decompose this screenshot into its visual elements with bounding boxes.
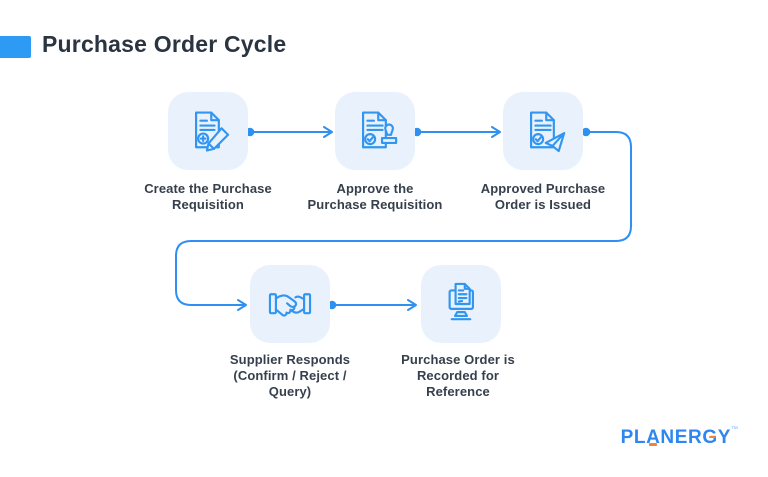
- step-label-line: Purchase Requisition: [307, 197, 443, 212]
- connector-step3-step4: [175, 127, 632, 311]
- logo-letter: L: [634, 427, 646, 449]
- step-box-po-recorded: [421, 265, 501, 343]
- step-label-line: Supplier Responds: [229, 352, 351, 367]
- connector-step1-step2: [245, 126, 333, 138]
- step-label-line: Recorded for: [416, 368, 500, 383]
- step-box-approve-requisition: [335, 92, 415, 170]
- connector-arrowhead: [491, 126, 501, 138]
- step-box-create-requisition: [168, 92, 248, 170]
- logo-letter-text: P: [620, 427, 634, 448]
- document-send-icon: [530, 111, 566, 153]
- connector-arrowhead: [237, 299, 247, 311]
- document-stamp-icon: [362, 111, 398, 149]
- step-label-line: Approve the: [336, 181, 414, 196]
- logo-trademark: ™: [731, 426, 738, 433]
- logo-letter: E: [675, 427, 688, 449]
- connector-arrowhead: [407, 299, 417, 311]
- logo-letter: N: [660, 427, 674, 449]
- logo-letter: P: [621, 427, 634, 449]
- logo-letter: R: [688, 427, 702, 449]
- connector-line: [175, 131, 632, 306]
- logo-letter-text: L: [633, 427, 647, 448]
- handshake-icon: [268, 293, 312, 317]
- logo-letter-text: E: [674, 427, 688, 448]
- step-label-line: Order is Issued: [494, 197, 592, 212]
- logo-letter-text: R: [688, 427, 703, 448]
- step-label-line: Create the Purchase: [144, 181, 272, 196]
- document-pencil-icon: [195, 111, 230, 152]
- logo-letter: A: [646, 427, 660, 449]
- logo-letter-text: N: [660, 427, 675, 448]
- step-label-line: Query): [268, 384, 312, 399]
- step-label-po-recorded: Purchase Order is Recorded for Reference: [368, 352, 548, 400]
- monitor-document-icon: [448, 282, 474, 321]
- planergy-logo: PLANERGY™: [621, 426, 738, 449]
- step-label-approve-requisition: Approve the Purchase Requisition: [285, 181, 465, 213]
- logo-letter-text: Y: [717, 427, 731, 448]
- step-box-supplier-responds: [250, 265, 330, 343]
- logo-letter: G: [702, 427, 717, 449]
- step-label-line: Requisition: [172, 197, 244, 212]
- title-accent-bar: [0, 36, 31, 58]
- step-label-create-requisition: Create the Purchase Requisition: [118, 181, 298, 213]
- step-label-supplier-responds: Supplier Responds (Confirm / Reject / Qu…: [200, 352, 380, 400]
- connector-step4-step5: [327, 299, 417, 311]
- connector-arrowhead: [323, 126, 333, 138]
- logo-orange-accent: [708, 435, 716, 439]
- step-box-po-issued: [503, 92, 583, 170]
- logo-letter: Y: [718, 427, 731, 449]
- step-label-line: Approved Purchase: [480, 181, 606, 196]
- step-label-line: Reference: [426, 384, 490, 399]
- step-label-line: (Confirm / Reject /: [233, 368, 347, 383]
- logo-orange-accent: [649, 442, 658, 446]
- page-title: Purchase Order Cycle: [42, 31, 287, 57]
- step-label-po-issued: Approved Purchase Order is Issued: [453, 181, 633, 213]
- step-label-line: Purchase Order is: [401, 352, 515, 367]
- connector-step2-step3: [412, 126, 501, 138]
